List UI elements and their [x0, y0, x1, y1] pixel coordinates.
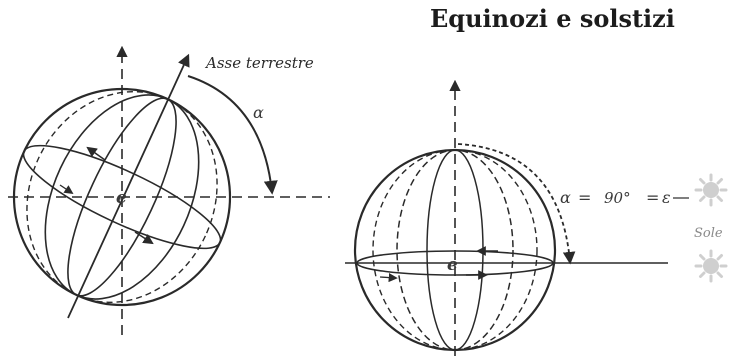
left-rotation-arrow: [134, 231, 154, 245]
sun-label: Sole: [694, 226, 723, 241]
earth-axis-label: Asse terrestre: [204, 54, 314, 72]
right-angle-value: 90°: [604, 189, 631, 207]
left-equator: [22, 144, 222, 250]
right-equals-1: =: [578, 188, 591, 207]
right-earth-diagram: α = 90° = ε e: [345, 79, 689, 356]
earth-axis-line: [67, 53, 190, 319]
right-equator: [356, 250, 554, 276]
left-globe-outline: [12, 87, 232, 307]
left-earth-diagram: Asse terrestre α e: [8, 45, 330, 335]
right-equals-2: =: [646, 188, 659, 207]
right-epsilon: ε: [662, 188, 671, 207]
left-alpha-label: α: [253, 103, 264, 122]
left-alpha-arc: [187, 75, 278, 195]
left-rotation-arrow: [59, 184, 74, 195]
left-center-label: e: [116, 188, 127, 208]
right-alpha-label: α: [560, 188, 571, 207]
sun-icon: [694, 249, 728, 283]
sun-icon: [694, 173, 728, 207]
right-center-label: e: [447, 255, 458, 275]
left-rotation-arrow: [86, 146, 106, 161]
right-rotation-arrow: [379, 273, 398, 283]
sun-group: Sole: [694, 173, 728, 283]
right-alpha-arc: [457, 143, 576, 265]
right-meridian: [372, 149, 538, 351]
page-title: Equinozi e solstizi: [430, 4, 675, 33]
